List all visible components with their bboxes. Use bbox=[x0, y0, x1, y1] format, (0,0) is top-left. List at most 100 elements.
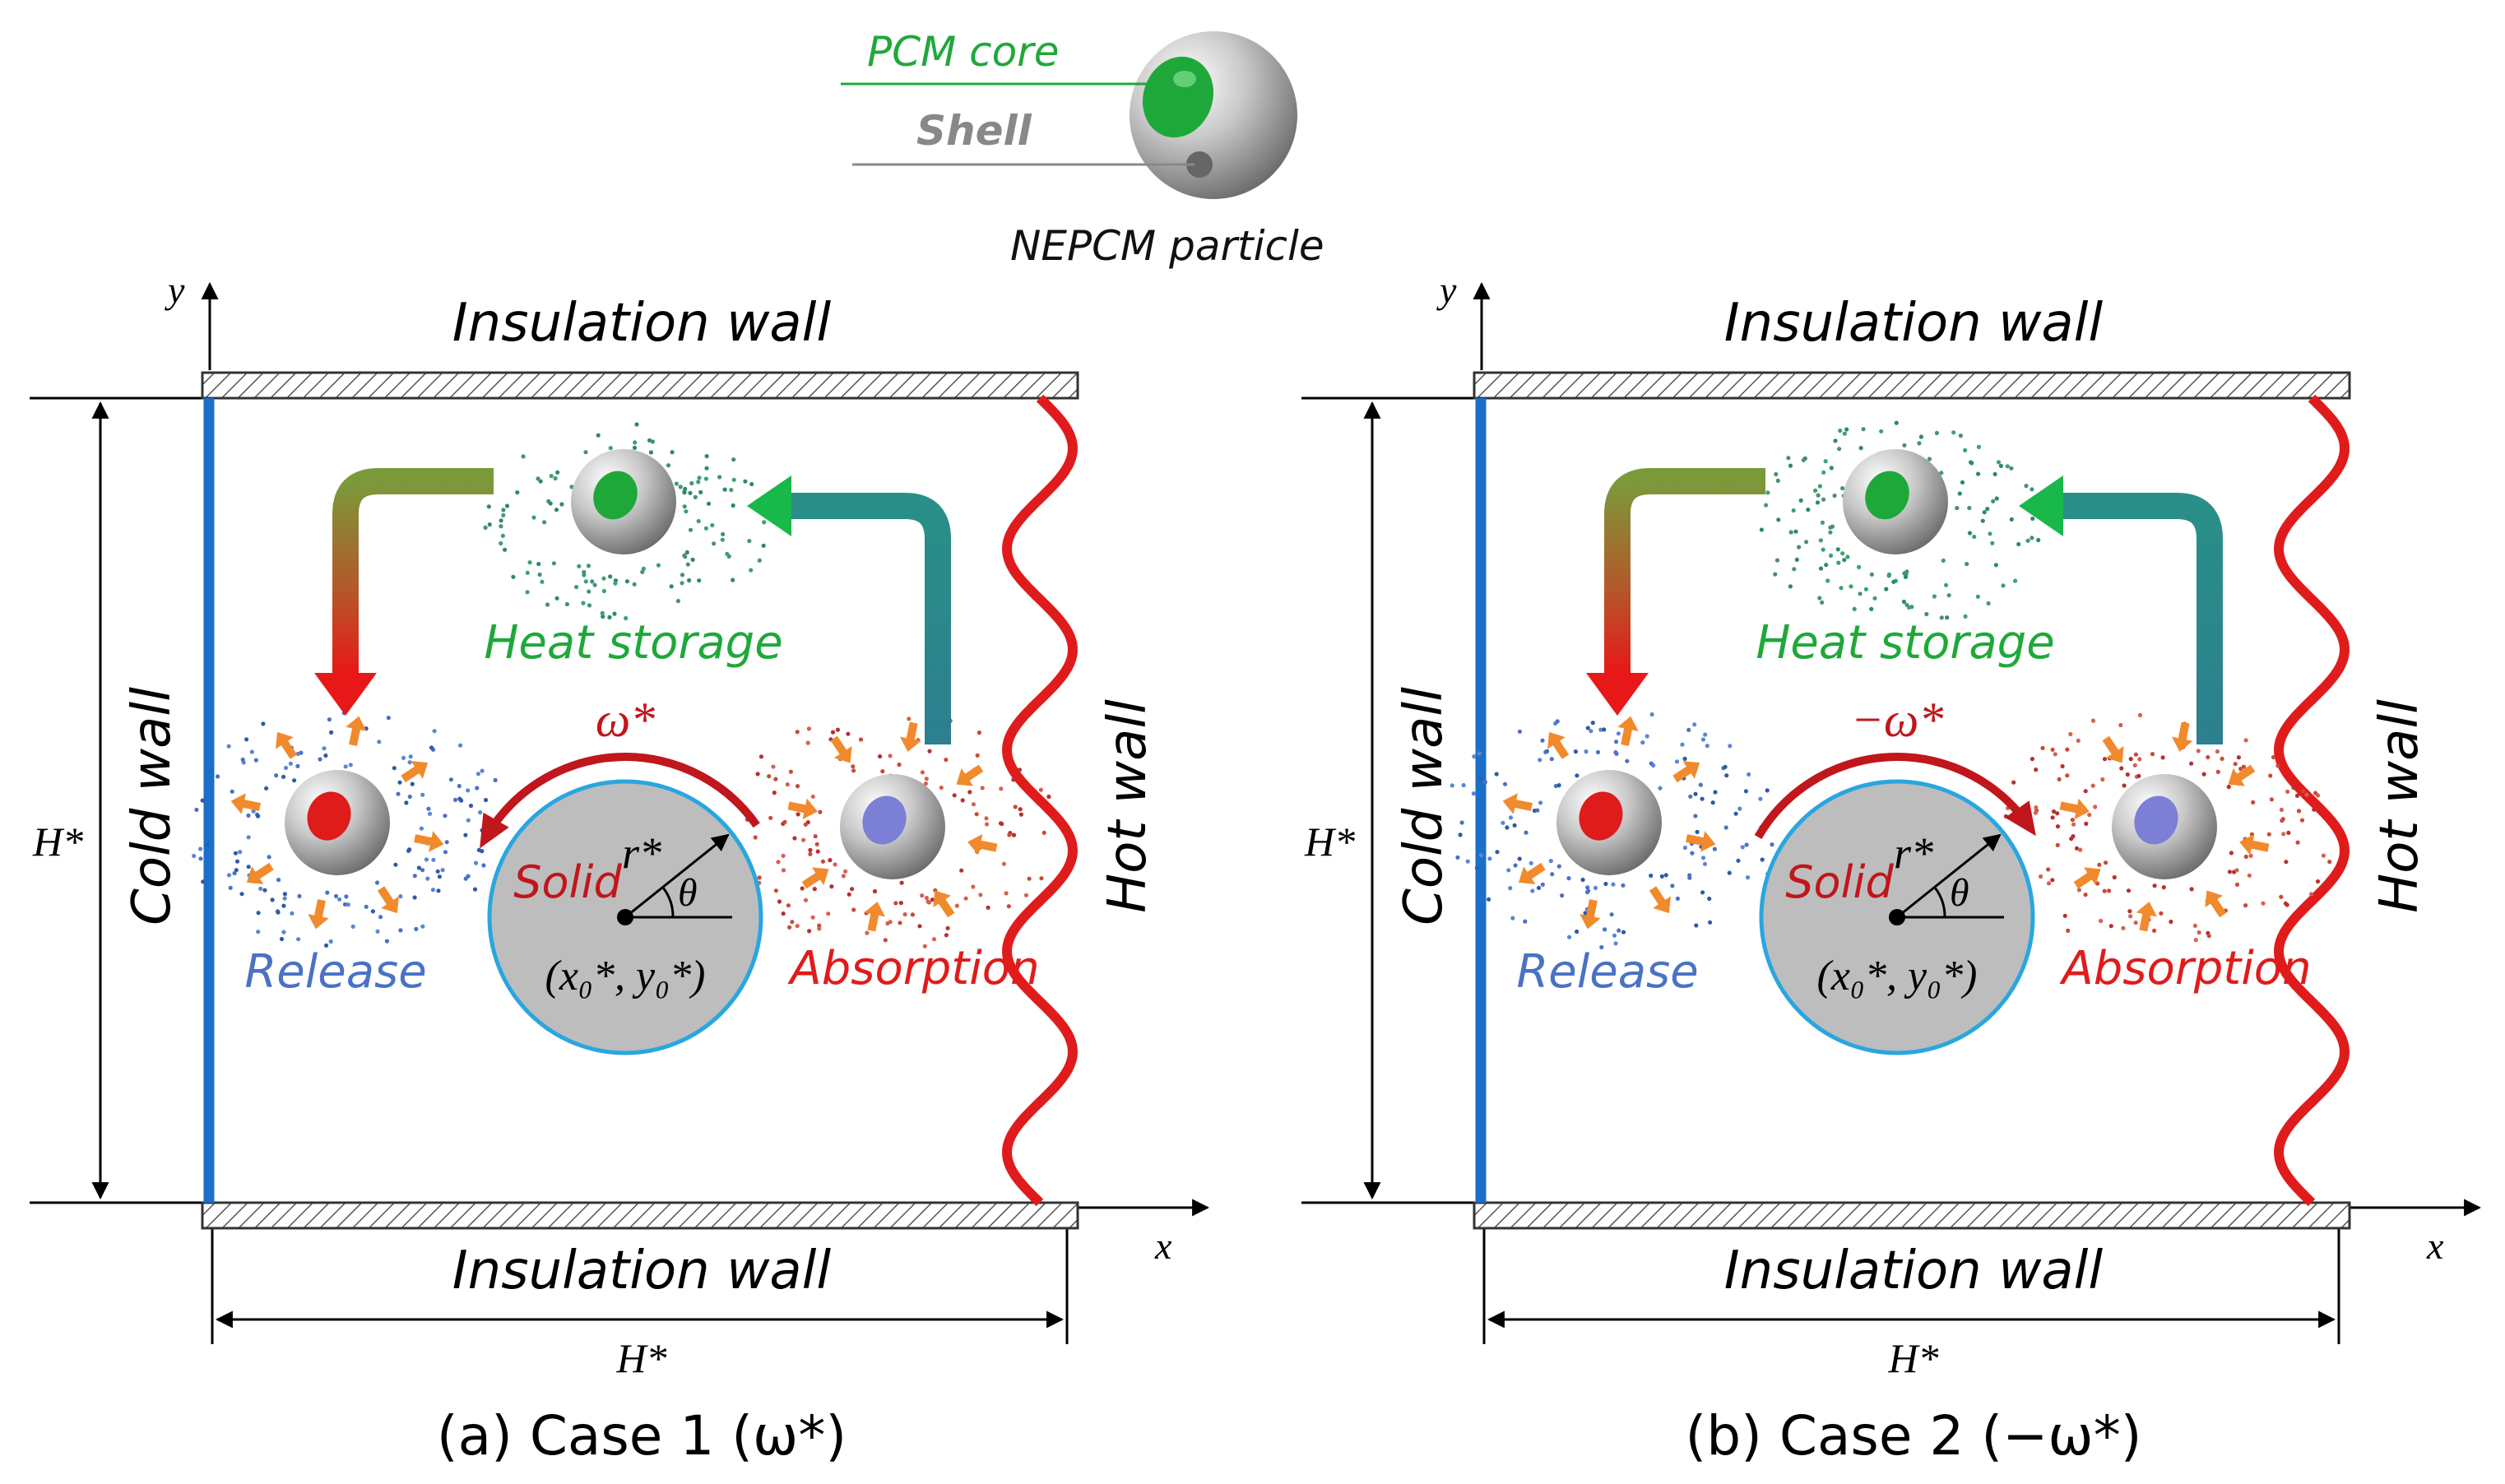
particle-dot bbox=[720, 537, 725, 542]
particle-dot bbox=[2107, 888, 2112, 893]
particle-dot bbox=[1487, 856, 1492, 861]
particle-dot bbox=[1869, 572, 1874, 577]
particle-dot bbox=[1924, 611, 1929, 617]
particle-dot bbox=[1693, 814, 1698, 819]
particle-dot bbox=[1703, 732, 1708, 737]
particle-dot bbox=[410, 781, 415, 786]
bottom-insulation-wall bbox=[1473, 1201, 2351, 1230]
particle-dot bbox=[1932, 594, 1937, 599]
particle-dot bbox=[473, 860, 479, 865]
panel-caption: (b) Case 2 (−ω*) bbox=[1686, 1404, 2142, 1468]
particle-dot bbox=[975, 753, 980, 758]
particle-dot bbox=[2132, 763, 2137, 768]
particle-dot bbox=[2050, 747, 2055, 752]
particle-dot bbox=[1958, 434, 1963, 438]
particle-dot bbox=[416, 865, 421, 870]
particle-dot bbox=[1744, 842, 1749, 847]
particle-dot bbox=[270, 897, 275, 902]
particle-dot bbox=[375, 929, 380, 934]
particle-dot bbox=[1508, 886, 1513, 891]
particle-dot bbox=[234, 868, 239, 873]
particle-dot bbox=[443, 814, 448, 819]
particle-dot bbox=[2055, 811, 2060, 816]
particle-dot bbox=[435, 869, 440, 874]
particle-dot bbox=[1549, 757, 1554, 762]
particle-dot bbox=[2243, 903, 2248, 908]
particle-dot bbox=[404, 800, 409, 805]
particle-dot bbox=[1825, 578, 1830, 583]
particle-dot bbox=[781, 853, 786, 858]
release-particle-core bbox=[1579, 791, 1623, 841]
particle-dot bbox=[2095, 881, 2100, 886]
particle-dot bbox=[1482, 780, 1487, 785]
radius-label: r* bbox=[1894, 828, 1933, 878]
particle-dot bbox=[944, 758, 949, 763]
particle-dot bbox=[2266, 832, 2271, 837]
particle-dot bbox=[2046, 867, 2051, 872]
particle-dot bbox=[902, 911, 907, 917]
x-axis-label: x bbox=[2426, 1225, 2444, 1267]
particle-dot bbox=[393, 862, 398, 867]
particle-dot bbox=[1839, 586, 1844, 591]
particle-dot bbox=[1994, 496, 1999, 501]
particle-dot bbox=[1828, 525, 1833, 530]
particle-dot bbox=[1728, 744, 1733, 749]
particle-dot bbox=[525, 590, 530, 595]
particle-dot bbox=[2215, 769, 2220, 774]
particle-dot bbox=[682, 489, 687, 494]
particle-dot bbox=[483, 525, 488, 531]
particle-dot bbox=[1589, 729, 1593, 734]
particle-dot bbox=[1840, 551, 1845, 556]
particle-dot bbox=[475, 786, 480, 791]
particle-dot bbox=[688, 527, 694, 532]
particle-dot bbox=[238, 850, 243, 855]
to-release-arrow-head bbox=[1586, 673, 1649, 716]
particle-dot bbox=[554, 596, 559, 601]
heat-flux-arrow bbox=[1686, 831, 1716, 852]
particle-dot bbox=[230, 789, 234, 794]
particle-dot bbox=[256, 814, 261, 819]
particle-dot bbox=[954, 903, 959, 908]
particle-dot bbox=[650, 439, 656, 444]
particle-dot bbox=[1710, 800, 1715, 805]
solid-label: Solid bbox=[1785, 856, 1894, 908]
particle-dot bbox=[420, 792, 425, 797]
particle-dot bbox=[1617, 928, 1621, 933]
particle-dot bbox=[246, 835, 251, 840]
particle-dot bbox=[1583, 911, 1588, 916]
particle-dot bbox=[757, 558, 762, 563]
particle-dot bbox=[1828, 530, 1833, 535]
particle-dot bbox=[1621, 930, 1626, 934]
particle-dot bbox=[925, 899, 930, 904]
particle-dot bbox=[2033, 810, 2038, 815]
particle-dot bbox=[613, 581, 618, 586]
particle-dot bbox=[1538, 800, 1543, 805]
particle-dot bbox=[226, 744, 231, 749]
particle-dot bbox=[2005, 464, 2010, 469]
particle-dot bbox=[226, 873, 232, 878]
particle-dot bbox=[1774, 471, 1779, 477]
particle-dot bbox=[1833, 438, 1838, 443]
particle-dot bbox=[2241, 764, 2247, 769]
particle-dot bbox=[2055, 842, 2060, 847]
particle-dot bbox=[1707, 896, 1712, 902]
heat-flux-arrow bbox=[2073, 867, 2101, 889]
particle-dot bbox=[805, 740, 810, 745]
heat-flux-arrow bbox=[1502, 793, 1533, 814]
particle-dot bbox=[1944, 582, 1949, 587]
particle-dot bbox=[2036, 537, 2041, 543]
particle-dot bbox=[2121, 925, 2126, 930]
particle-dot bbox=[407, 760, 412, 765]
particle-dot bbox=[986, 905, 990, 910]
particle-dot bbox=[1649, 712, 1654, 717]
radius-label: r* bbox=[622, 828, 661, 878]
particle-dot bbox=[2150, 752, 2155, 757]
particle-dot bbox=[452, 797, 458, 803]
particle-dot bbox=[1861, 427, 1866, 432]
particle-dot bbox=[564, 601, 570, 607]
heat-flux-arrow bbox=[1547, 731, 1570, 759]
particle-dot bbox=[749, 481, 754, 487]
particle-dot bbox=[2136, 773, 2141, 778]
hot-wall-label: Hot wall bbox=[2369, 699, 2430, 913]
particle-dot bbox=[1585, 885, 1590, 890]
